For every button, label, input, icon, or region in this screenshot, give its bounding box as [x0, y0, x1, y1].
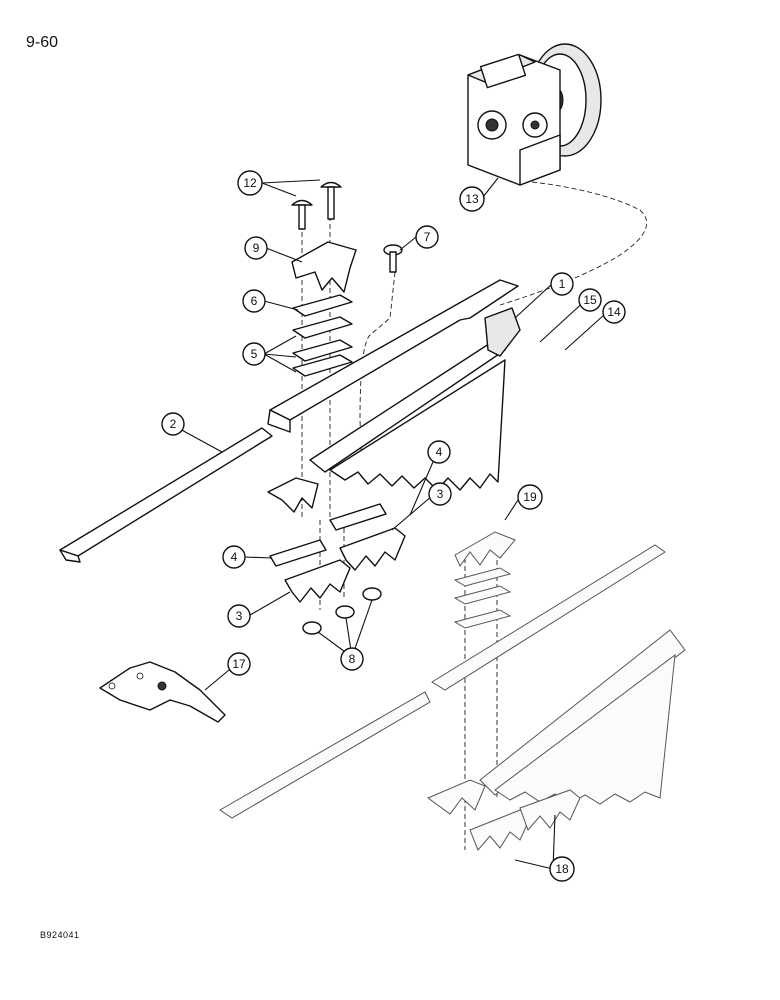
cutter-bar-upper: [267, 279, 519, 433]
figure-code: B924041: [40, 930, 80, 940]
callout-6: 6: [242, 289, 266, 313]
callout-1: 1: [550, 272, 574, 296]
svg-text:19: 19: [523, 490, 537, 504]
callout-12: 12: [237, 170, 263, 196]
callout-14: 14: [602, 300, 626, 324]
callout-3-lower: 3: [227, 604, 251, 628]
callout-4-lower: 4: [222, 545, 246, 569]
svg-text:5: 5: [251, 347, 258, 361]
svg-text:7: 7: [424, 230, 431, 244]
callout-17: 17: [227, 652, 251, 676]
plate-5c: [292, 354, 353, 377]
bolt: [383, 244, 403, 273]
svg-text:4: 4: [231, 550, 238, 564]
callout-13: 13: [459, 186, 485, 212]
bar-item-2: [59, 427, 273, 563]
callout-8: 8: [340, 647, 364, 671]
plate-6: [292, 294, 353, 317]
svg-text:15: 15: [583, 293, 597, 307]
svg-text:17: 17: [232, 657, 246, 671]
svg-text:8: 8: [349, 652, 356, 666]
callout-9: 9: [244, 236, 268, 260]
knife-assembly: [309, 307, 521, 491]
plate-5b: [292, 339, 353, 362]
svg-text:1: 1: [559, 277, 566, 291]
callout-4-upper: 4: [427, 440, 451, 464]
plate-4-upper: [329, 503, 387, 531]
svg-text:18: 18: [555, 862, 569, 876]
plate-4-lower: [269, 539, 327, 567]
svg-text:3: 3: [437, 487, 444, 501]
svg-text:3: 3: [236, 609, 243, 623]
nuts: [302, 587, 382, 635]
callout-5: 5: [242, 342, 266, 366]
page-number: 9-60: [26, 34, 59, 51]
callout-15: 15: [578, 288, 602, 312]
svg-text:12: 12: [243, 176, 257, 190]
callout-18: 18: [549, 856, 575, 882]
svg-text:2: 2: [170, 417, 177, 431]
svg-text:9: 9: [253, 241, 260, 255]
svg-text:6: 6: [251, 294, 258, 308]
carriage-bolts: [291, 181, 342, 230]
knife-section-upper: [339, 527, 406, 571]
svg-text:14: 14: [607, 305, 621, 319]
lever-clamp: [99, 661, 226, 723]
callout-2: 2: [161, 412, 185, 436]
svg-text:13: 13: [465, 192, 479, 206]
guard-top: [291, 241, 357, 293]
plate-5a: [292, 316, 353, 339]
svg-text:4: 4: [436, 445, 443, 459]
callout-19: 19: [517, 484, 543, 510]
knife-section-lower: [284, 559, 351, 603]
lower-cutter-bar: [219, 531, 686, 851]
guard-lower: [267, 477, 319, 513]
gearbox-assembly: [467, 43, 602, 186]
callout-3-upper: 3: [428, 482, 452, 506]
callout-7: 7: [415, 225, 439, 249]
